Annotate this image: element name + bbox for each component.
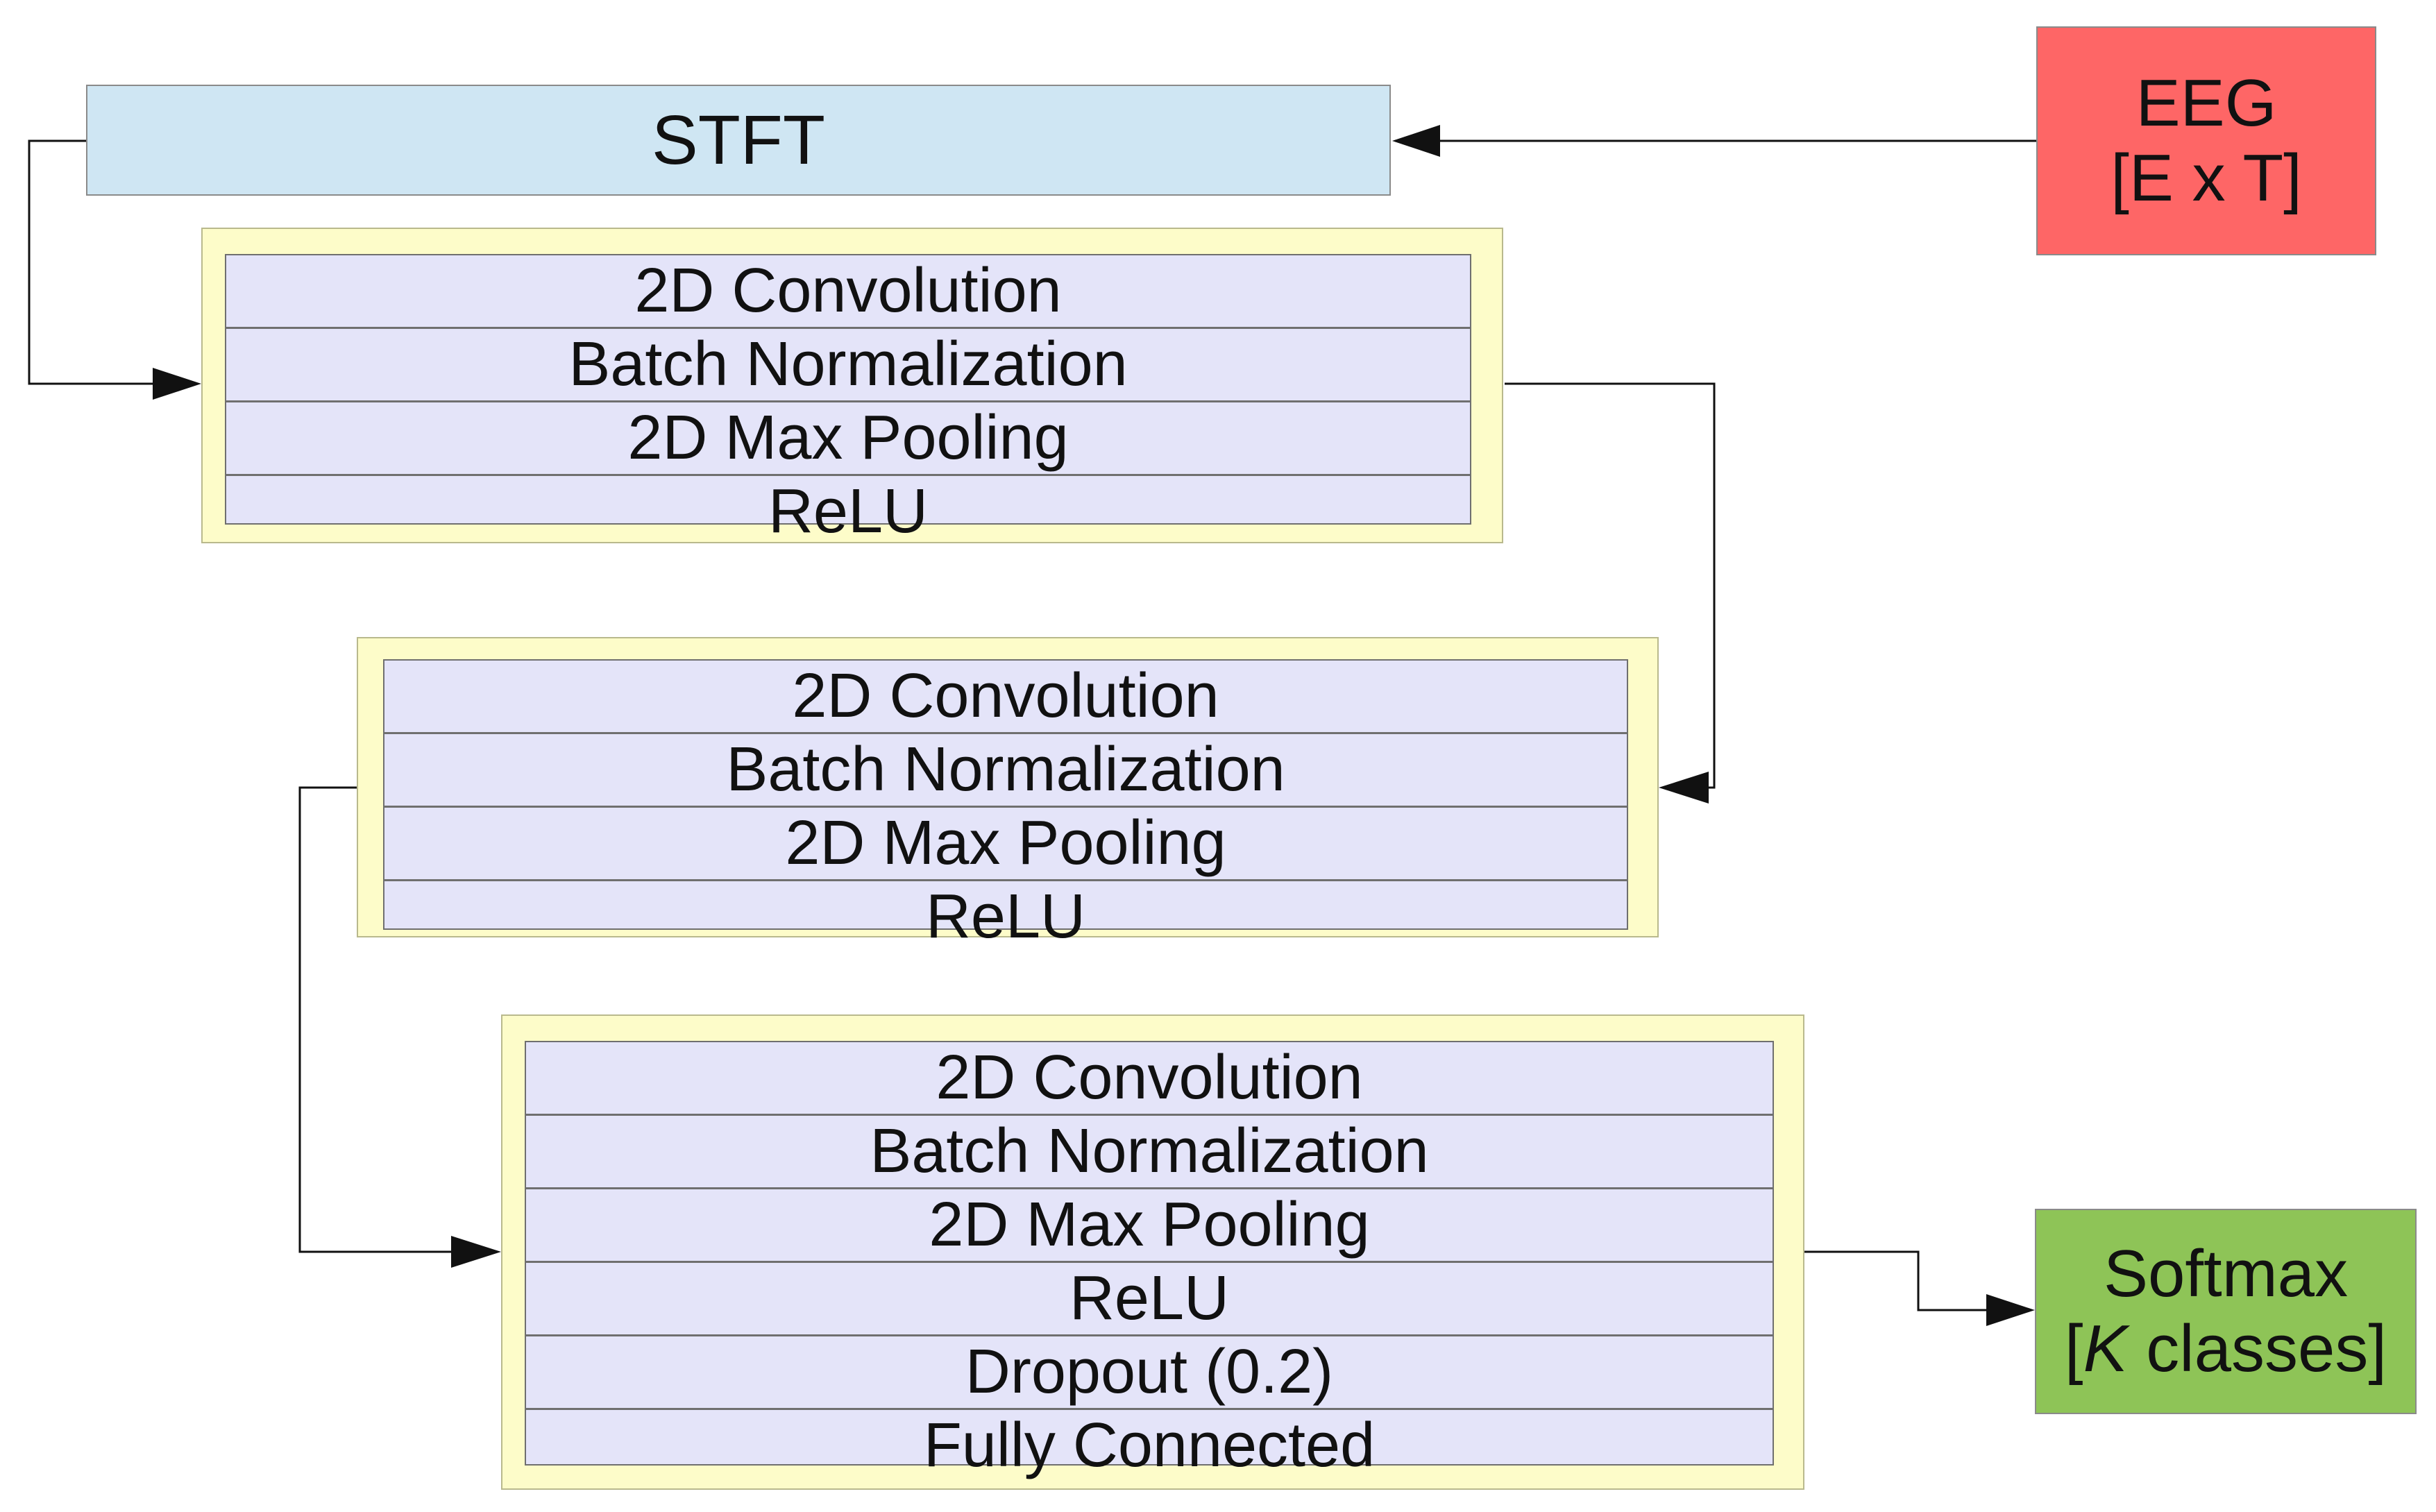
layer-fully-connected: Fully Connected	[923, 1411, 1376, 1480]
layer-batchnorm: Batch Normalization	[526, 1116, 1773, 1189]
layer-maxpool: 2D Max Pooling	[384, 808, 1627, 881]
eeg-input-node: EEG [E x T]	[2036, 26, 2376, 255]
conv-block-2-layers: 2D Convolution Batch Normalization 2D Ma…	[383, 659, 1628, 951]
layer-conv2d: 2D Convolution	[226, 255, 1470, 329]
conv-block-3: 2D Convolution Batch Normalization 2D Ma…	[501, 1014, 1804, 1490]
conv-block-1-layers: 2D Convolution Batch Normalization 2D Ma…	[225, 254, 1471, 546]
softmax-label: Softmax	[2103, 1237, 2349, 1311]
eeg-shape-label: [E x T]	[2111, 141, 2302, 215]
layer-maxpool: 2D Max Pooling	[226, 402, 1470, 476]
layer-dropout: Dropout (0.2)	[526, 1336, 1773, 1410]
layer-relu: ReLU	[526, 1263, 1773, 1336]
conv-block-2: 2D Convolution Batch Normalization 2D Ma…	[357, 637, 1659, 951]
arrow-block1-to-block2	[1505, 382, 1716, 789]
layer-batchnorm: Batch Normalization	[384, 734, 1627, 808]
conv-block-3-layers: 2D Convolution Batch Normalization 2D Ma…	[525, 1041, 1774, 1480]
conv-block-1: 2D Convolution Batch Normalization 2D Ma…	[201, 228, 1503, 546]
stft-node: STFT	[86, 85, 1391, 196]
arrowhead-block2	[1659, 772, 1709, 804]
layer-conv2d: 2D Convolution	[526, 1042, 1773, 1116]
softmax-bracket-open: [	[2064, 1311, 2083, 1386]
layer-relu: ReLU	[768, 477, 929, 546]
softmax-classes-label: [K classes]	[2065, 1311, 2387, 1386]
eeg-label: EEG	[2135, 66, 2277, 141]
arrow-stft-to-block1	[28, 139, 153, 385]
arrow-block3-to-softmax	[1804, 1250, 1986, 1311]
softmax-classes-text: classes]	[2127, 1311, 2387, 1386]
arrow-block2-to-block3	[298, 786, 452, 1253]
arrowhead-softmax	[1986, 1294, 2035, 1326]
layer-batchnorm: Batch Normalization	[226, 329, 1470, 402]
softmax-k-symbol: K	[2083, 1311, 2128, 1386]
layer-conv2d: 2D Convolution	[384, 661, 1627, 734]
layer-maxpool: 2D Max Pooling	[526, 1189, 1773, 1263]
arrowhead-stft	[1392, 125, 1440, 157]
arrowhead-block3	[451, 1236, 501, 1268]
softmax-output-node: Softmax [K classes]	[2035, 1209, 2417, 1414]
layer-relu: ReLU	[925, 882, 1086, 951]
stft-label: STFT	[652, 101, 825, 179]
arrowhead-block1	[153, 368, 201, 400]
